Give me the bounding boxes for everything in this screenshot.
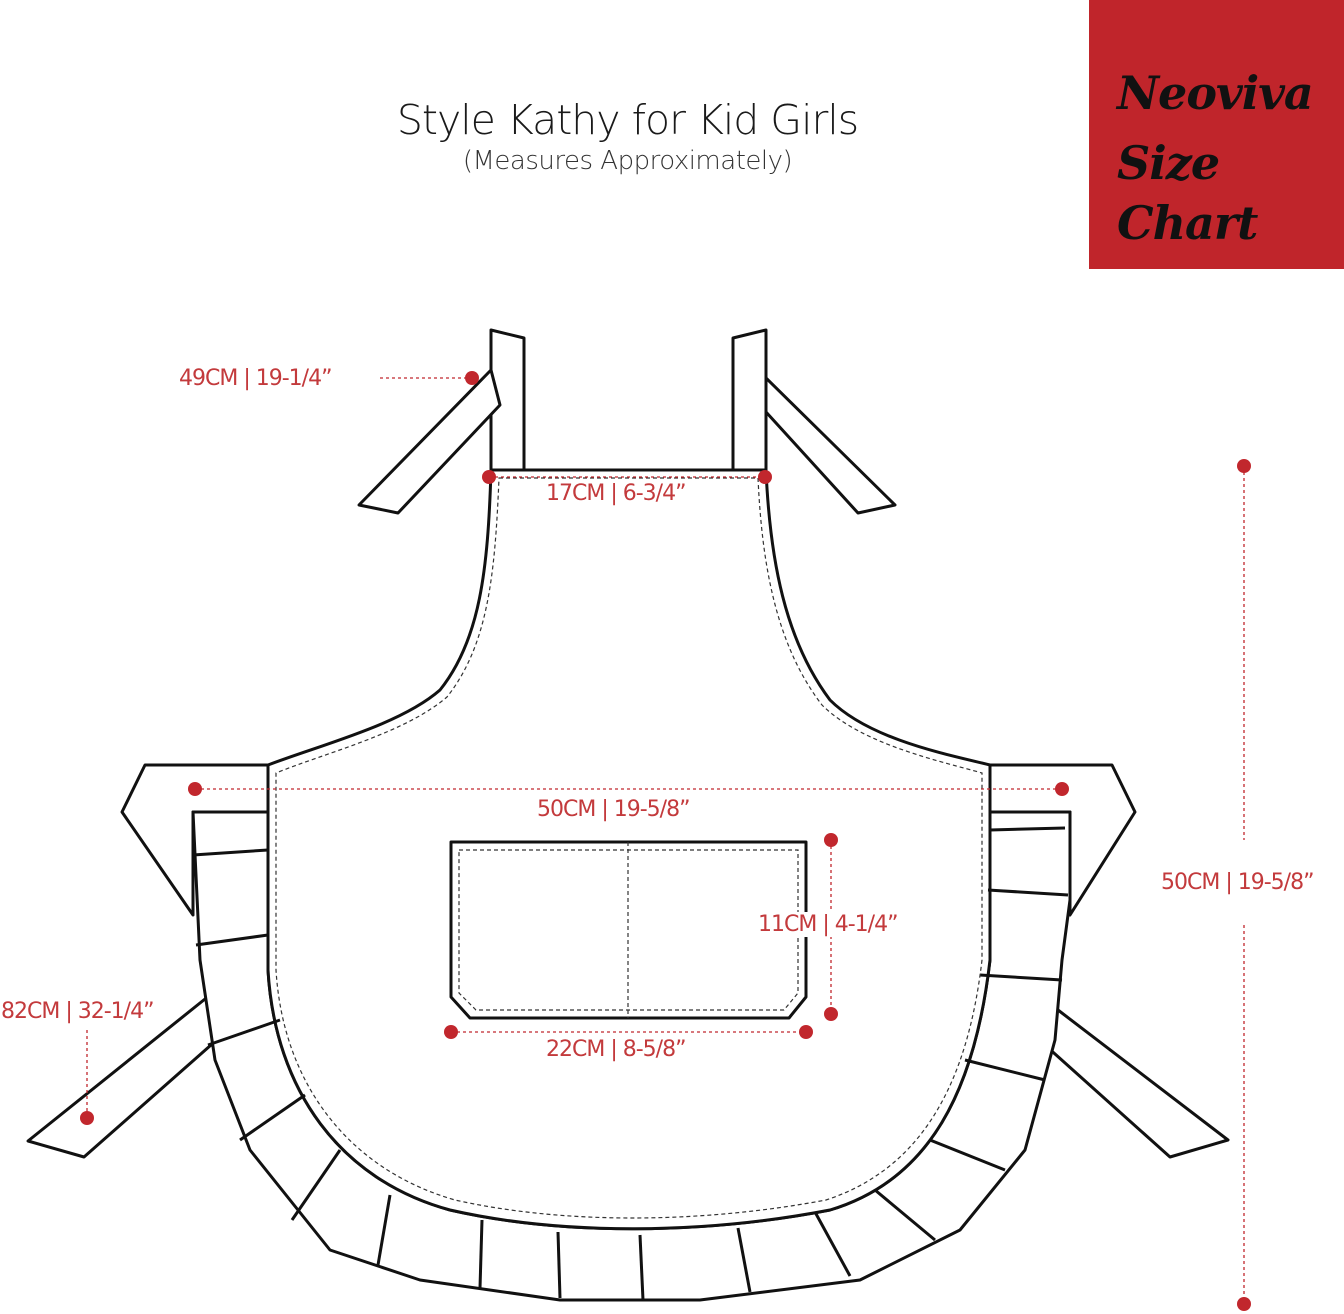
marker-dot — [465, 371, 479, 385]
neck-width-label: 17CM | 6-3/4” — [546, 481, 686, 506]
marker-dot — [799, 1025, 813, 1039]
marker-dot — [188, 782, 202, 796]
total-length-label: 50CM | 19-5/8” — [1160, 870, 1314, 895]
measurement-markers — [80, 371, 1251, 1311]
chest-width-label: 50CM | 19-5/8” — [537, 797, 690, 822]
marker-dot — [824, 1007, 838, 1021]
brand-badge: Neoviva Size Chart — [1089, 0, 1344, 269]
marker-dot — [444, 1025, 458, 1039]
ruffle-pleats — [192, 826, 1069, 1301]
pocket-height-label: 11CM | 4-1/4” — [757, 912, 898, 937]
marker-dot — [1055, 782, 1069, 796]
right-waist-tie — [1043, 1008, 1230, 1159]
right-neck-strap-tie — [764, 376, 897, 515]
chart-title: Style Kathy for Kid Girls — [396, 96, 859, 144]
chart-subtitle: (Measures Approximately) — [462, 146, 793, 176]
right-neck-strap — [731, 328, 768, 472]
marker-dot — [824, 833, 838, 847]
marker-dot — [1237, 1297, 1251, 1311]
brand-chart-word: Chart — [1117, 196, 1258, 250]
marker-dot — [1237, 459, 1251, 473]
stitching — [275, 477, 983, 1219]
brand-size-word: Size — [1117, 136, 1220, 190]
pocket-width-label: 22CM | 8-5/8” — [546, 1037, 686, 1062]
neck-strap-label: 49CM | 19-1/4” — [178, 366, 332, 391]
brand-name: Neoviva — [1117, 66, 1314, 120]
left-neck-strap-tie — [357, 368, 502, 515]
marker-dot — [80, 1111, 94, 1125]
marker-dot — [758, 470, 772, 484]
waist-tie-label: 82CM | 32-1/4” — [0, 999, 154, 1024]
marker-dot — [482, 470, 496, 484]
